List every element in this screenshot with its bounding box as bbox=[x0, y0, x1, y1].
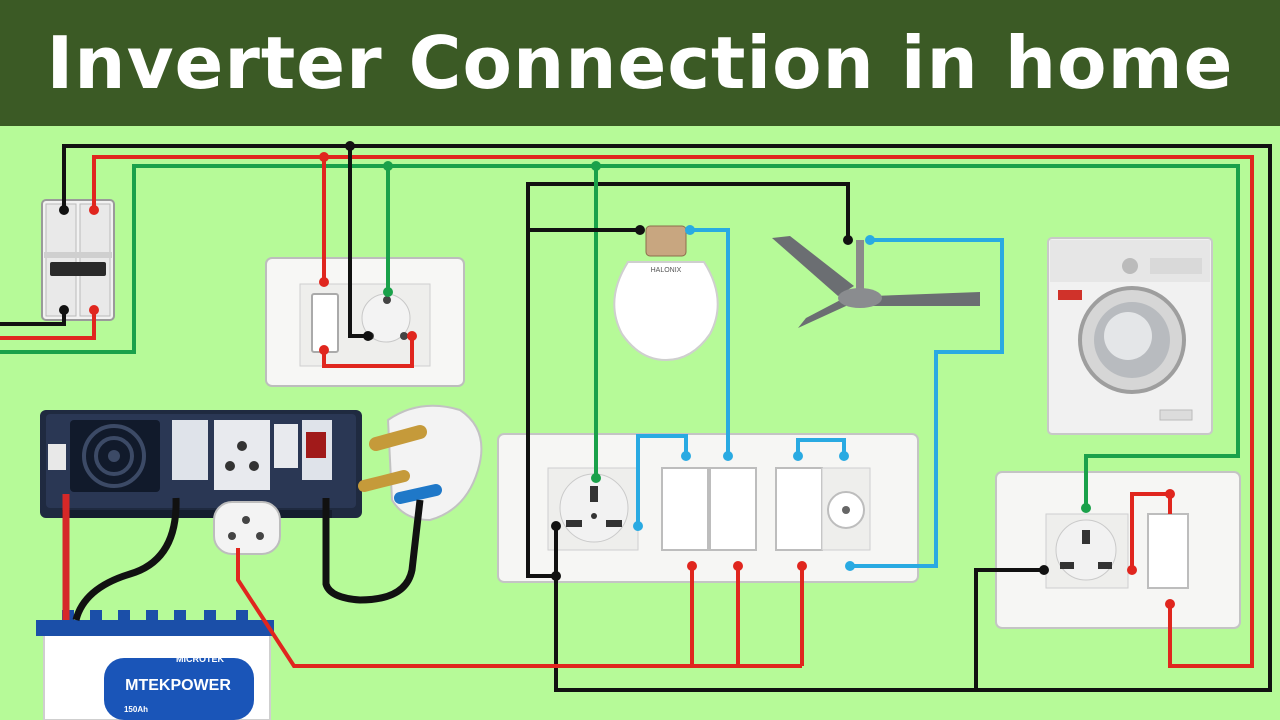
switch-icon bbox=[709, 467, 757, 551]
ceiling-fan-icon bbox=[772, 236, 980, 328]
inverter-icon bbox=[40, 410, 362, 518]
page-title: Inverter Connection in home bbox=[46, 21, 1234, 105]
universal-socket-icon bbox=[559, 473, 629, 543]
led-bulb-icon: HALONIX bbox=[613, 225, 719, 362]
battery-capacity: 150Ah bbox=[124, 705, 148, 714]
connection-points bbox=[59, 141, 1175, 609]
main-switchboard bbox=[497, 433, 919, 583]
washing-machine-icon bbox=[1047, 237, 1213, 435]
wires bbox=[0, 144, 1272, 692]
switch-icon bbox=[661, 467, 709, 551]
switch-icon bbox=[311, 293, 339, 353]
battery-maker: MICROTEK bbox=[176, 654, 224, 664]
switch-icon bbox=[1147, 513, 1189, 589]
fan-regulator-icon bbox=[821, 467, 871, 551]
universal-socket-icon bbox=[1055, 519, 1117, 581]
three-pin-plug-icon bbox=[358, 404, 483, 522]
title-banner: Inverter Connection in home bbox=[0, 0, 1280, 126]
three-pin-plug-icon bbox=[213, 501, 281, 555]
switch-icon bbox=[775, 467, 823, 551]
bulb-brand: HALONIX bbox=[651, 267, 682, 274]
battery-brand: MTEKPOWER bbox=[125, 677, 231, 694]
double-pole-mcb-icon bbox=[41, 199, 115, 321]
battery-icon: MTEKPOWER MICROTEK 150Ah bbox=[36, 610, 274, 720]
power-socket-board bbox=[995, 471, 1241, 629]
